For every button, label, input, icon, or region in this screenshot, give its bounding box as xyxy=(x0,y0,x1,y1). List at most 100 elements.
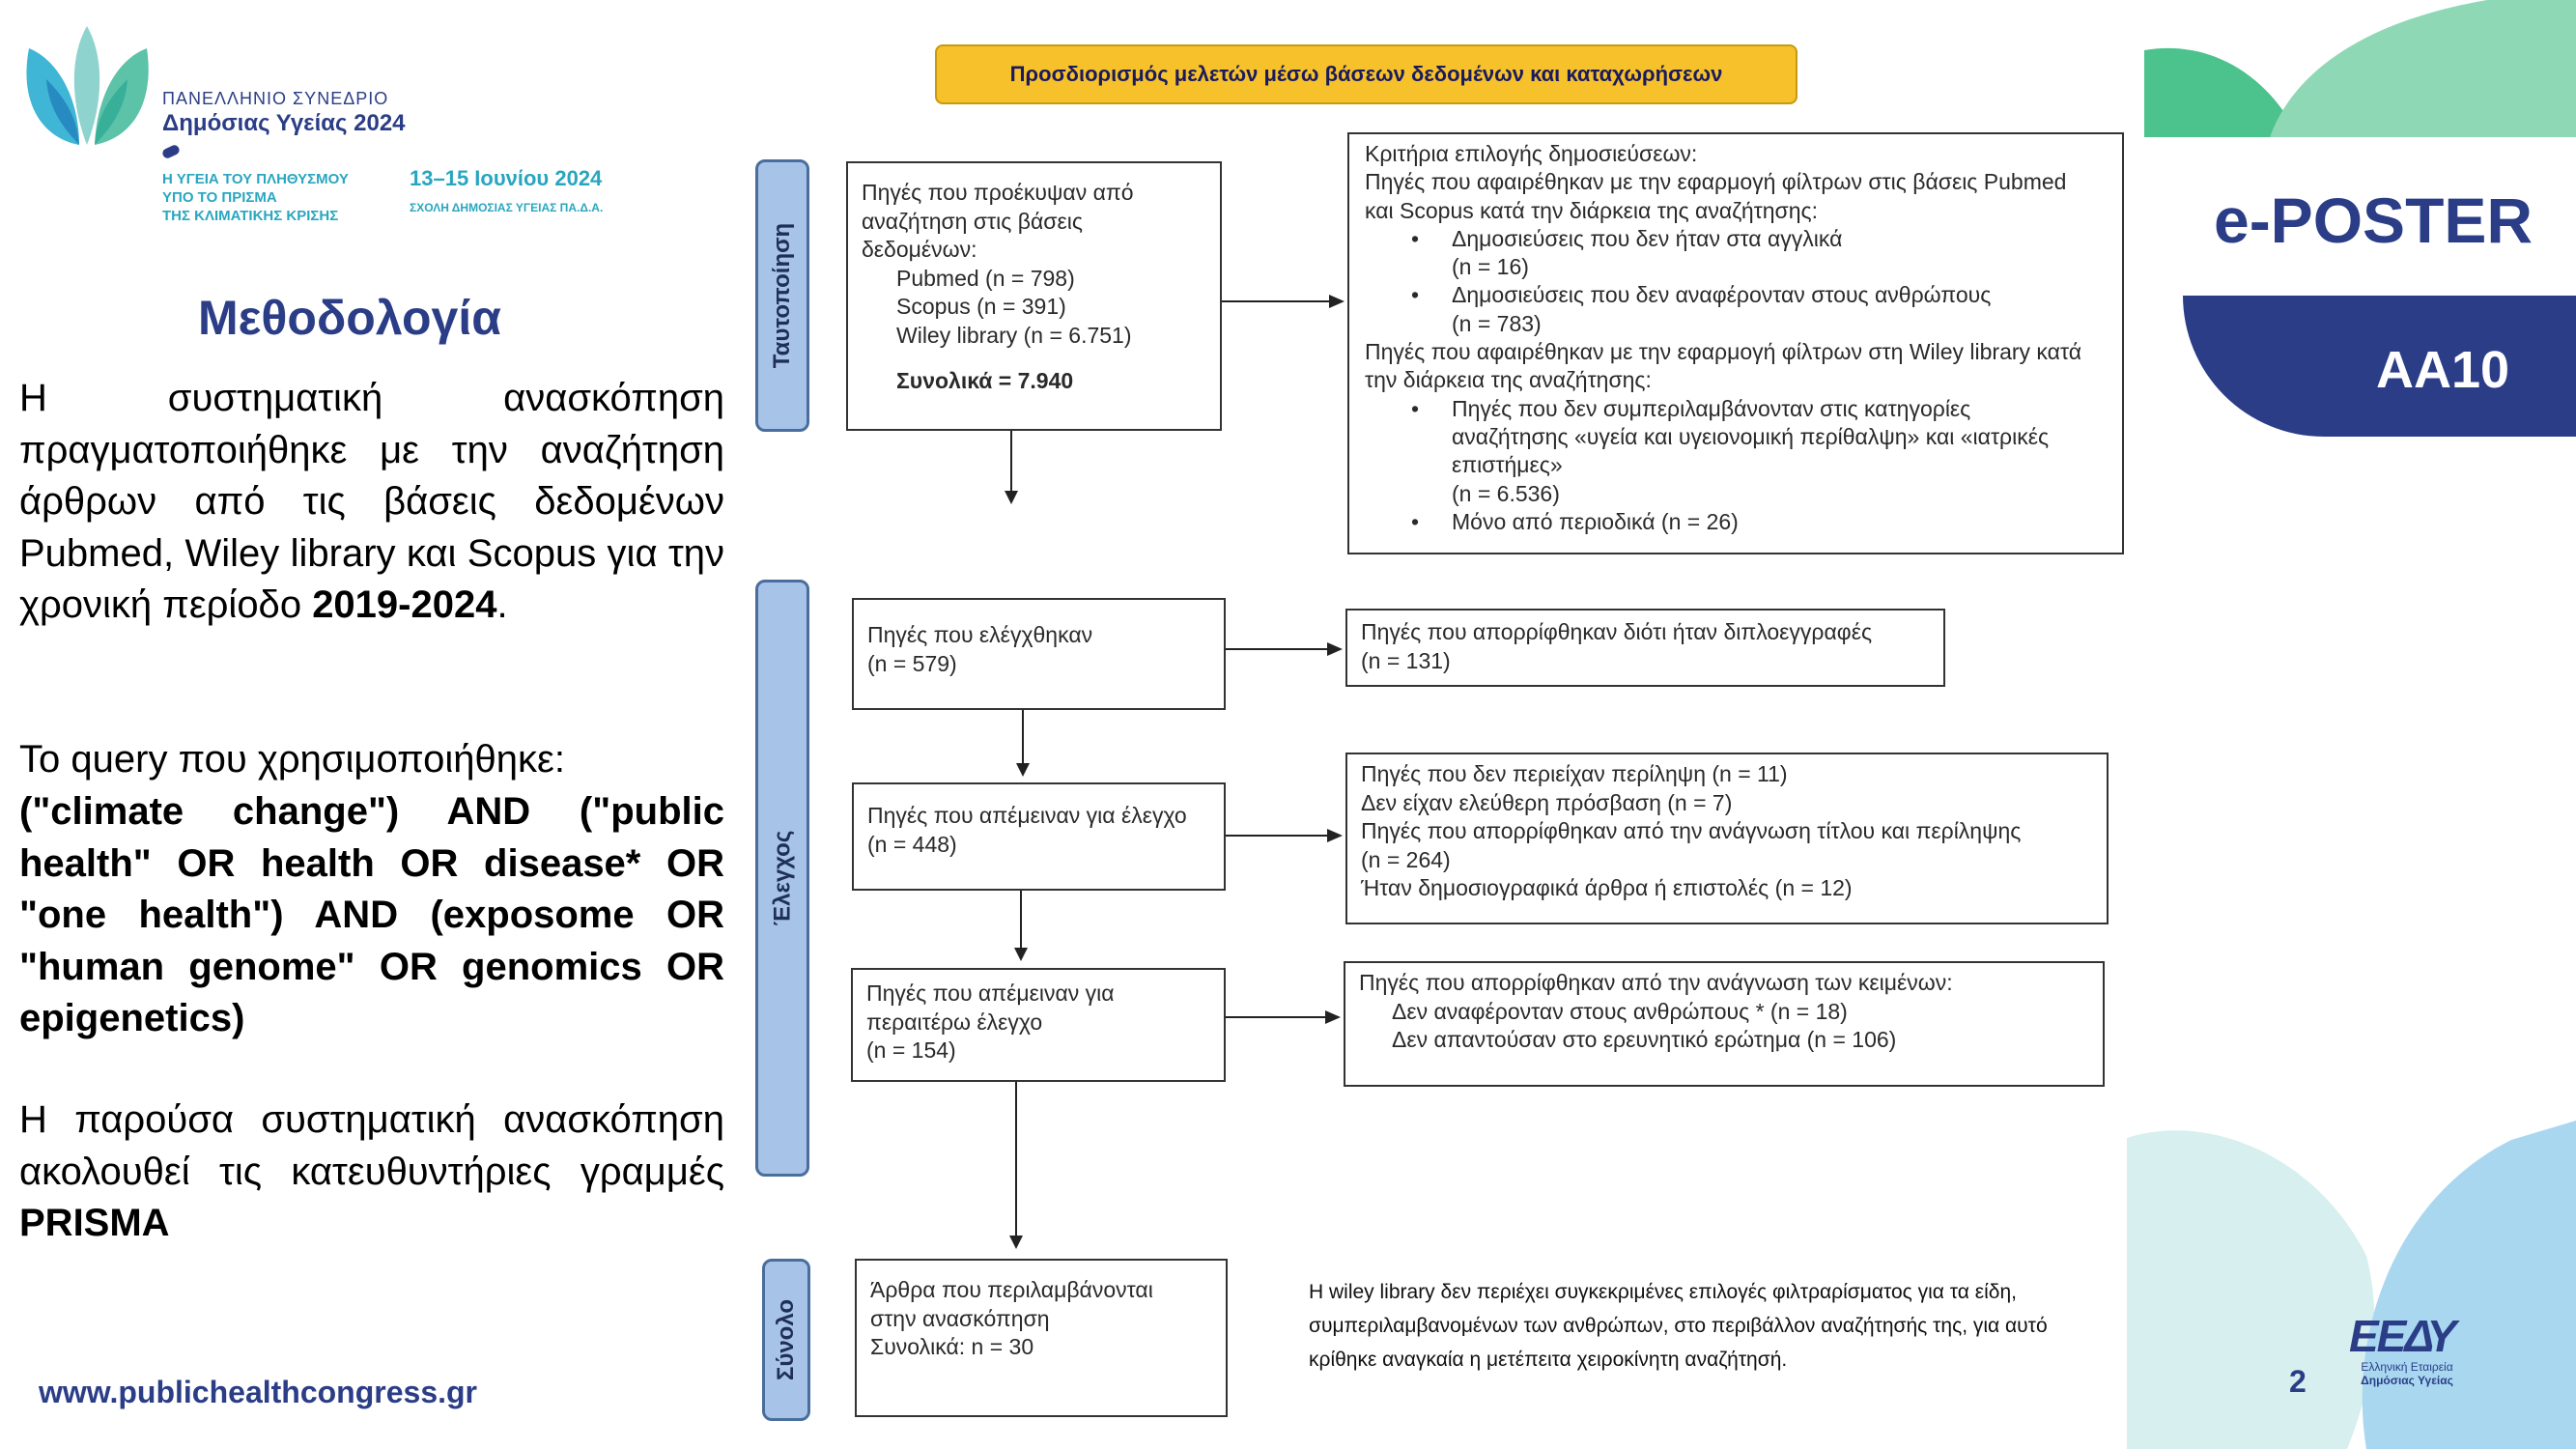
box-line: Πηγές που απορρίφθηκαν από την ανάγνωση … xyxy=(1361,818,2022,844)
eedy-logo-text-line2: Δημόσιας Υγείας xyxy=(2361,1374,2453,1387)
box-line: Πηγές που αφαιρέθηκαν με την εφαρμογή φί… xyxy=(1365,169,2067,195)
diagram-header: Προσδιορισμός μελετών μέσω βάσεων δεδομέ… xyxy=(935,44,1798,104)
flow-arrow-line xyxy=(1226,648,1328,650)
box-line: (n = 579) xyxy=(867,650,957,676)
box-line: Άρθρα που περιλαμβάνονται xyxy=(870,1277,1153,1302)
box-line: Δεν απαντούσαν στο ερευνητικό ερώτημα (n… xyxy=(1392,1027,1897,1052)
included-studies-box: Άρθρα που περιλαμβάνονται στην ανασκόπησ… xyxy=(855,1259,1228,1417)
bullet-count: (n = 16) xyxy=(1452,254,1529,280)
box-line: Συνολικά: n = 30 xyxy=(870,1334,1034,1359)
flow-arrow-line xyxy=(1226,835,1328,837)
box-line: Κριτήρια επιλογής δημοσιεύσεων: xyxy=(1365,141,1698,166)
eposter-label: e-POSTER xyxy=(2214,185,2534,256)
paragraph-end: . xyxy=(496,583,508,626)
stage-label: Ταυτοποίηση xyxy=(769,222,796,369)
congress-name-line1: ΠΑΝΕΛΛΗΝΙΟ ΣΥΝΕΔΡΙΟ xyxy=(162,89,389,108)
screened-records-box: Πηγές που ελέγχθηκαν (n = 579) xyxy=(852,598,1226,710)
flow-arrow-line xyxy=(1010,431,1012,492)
box-line: Πηγές που απέμειναν για έλεγχο xyxy=(867,803,1187,828)
prisma-bold: PRISMA xyxy=(19,1202,170,1244)
bullet-continuation: αναζήτησης «υγεία και υγειονομική περίθα… xyxy=(1452,423,2050,449)
eedy-logo-text-line1: Ελληνική Εταιρεία xyxy=(2361,1360,2453,1374)
box-line: Δεν είχαν ελεύθερη πρόσβαση (n = 7) xyxy=(1361,789,1733,815)
poster-code: ΑΑ10 xyxy=(2376,341,2510,399)
stage-included: Σύνολο xyxy=(762,1259,810,1421)
box-line: και Scopus κατά την διάρκεια της αναζήτη… xyxy=(1365,197,1818,223)
box-line: Δεν αναφέρονταν στους ανθρώπους * (n = 1… xyxy=(1392,998,1848,1024)
box-line: Πηγές που δεν περιείχαν περίληψη (n = 11… xyxy=(1361,761,1788,786)
query-text: ("climate change") AND ("public health" … xyxy=(19,790,724,1039)
box-line: (n = 131) xyxy=(1361,647,1451,673)
flow-arrow-head-icon xyxy=(1325,1010,1341,1024)
wiley-footnote: Η wiley library δεν περιέχει συγκεκριμέν… xyxy=(1309,1281,2048,1371)
stage-label: Έλεγχος xyxy=(769,830,795,926)
methodology-paragraph-1: Η συστηματική ανασκόπηση πραγματοποιήθηκ… xyxy=(19,373,724,632)
box-line: Ήταν δημοσιογραφικά άρθρα ή επιστολές (n… xyxy=(1361,875,1853,901)
bullet-item: Δημοσιεύσεις που δεν αναφέρονταν στους α… xyxy=(1365,281,2107,310)
full-text-exclusions-box: Πηγές που απορρίφθηκαν από την ανάγνωση … xyxy=(1344,961,2105,1087)
congress-theme: Η ΥΓΕΙΑ ΤΟΥ ΠΛΗΘΥΣΜΟΥ ΥΠΟ ΤΟ ΠΡΙΣΜΑ ΤΗΣ … xyxy=(162,170,394,225)
flow-arrow-line xyxy=(1022,710,1024,764)
abstract-screening-exclusions-box: Πηγές που δεν περιείχαν περίληψη (n = 11… xyxy=(1345,753,2109,924)
bullet-count: (n = 6.536) xyxy=(1452,480,1560,506)
box-line: στην ανασκόπηση xyxy=(870,1305,1050,1331)
bullet-item: Πηγές που δεν συμπεριλαμβάνονταν στις κα… xyxy=(1365,395,2107,424)
bullet-item: Δημοσιεύσεις που δεν ήταν στα αγγλικά xyxy=(1365,225,2107,254)
source-scopus: Scopus (n = 391) xyxy=(896,294,1066,319)
total-records: Συνολικά = 7.940 xyxy=(896,368,1074,393)
bullet-item: Μόνο από περιοδικά (n = 26) xyxy=(1365,508,2107,537)
duplicates-removed-box: Πηγές που απορρίφθηκαν διότι ήταν διπλοε… xyxy=(1345,609,1945,687)
paragraph-text: Η συστηματική ανασκόπηση πραγματοποιήθηκ… xyxy=(19,377,724,626)
box-line: δεδομένων: xyxy=(862,237,977,262)
stage-screening: Έλεγχος xyxy=(755,580,809,1177)
logo-dash-decoration xyxy=(160,143,182,160)
stage-identification: Ταυτοποίηση xyxy=(755,159,809,432)
section-title: Μεθοδολογία xyxy=(198,291,501,345)
source-pubmed: Pubmed (n = 798) xyxy=(896,265,1075,291)
background-leaves-decoration xyxy=(2127,0,2576,1449)
remaining-records-box: Πηγές που απέμειναν για έλεγχο (n = 448) xyxy=(852,782,1226,891)
congress-theme-line: ΤΗΣ ΚΛΙΜΑΤΙΚΗΣ ΚΡΙΣΗΣ xyxy=(162,208,339,224)
box-line: Πηγές που απέμειναν για xyxy=(866,980,1115,1006)
flow-arrow-head-icon xyxy=(1016,763,1030,777)
box-line: Πηγές που απορρίφθηκαν διότι ήταν διπλοε… xyxy=(1361,619,1873,644)
exclusion-filters-box: Κριτήρια επιλογής δημοσιεύσεων: Πηγές πο… xyxy=(1347,132,2124,554)
flow-arrow-line xyxy=(1226,1016,1326,1018)
flow-arrow-line xyxy=(1015,1082,1017,1236)
flow-arrow-line xyxy=(1222,300,1330,302)
flow-arrow-line xyxy=(1020,891,1022,949)
box-line: Πηγές που ελέγχθηκαν xyxy=(867,622,1093,647)
box-line: Πηγές που αφαιρέθηκαν με την εφαρμογή φί… xyxy=(1365,339,2082,365)
identified-records-box: Πηγές που προέκυψαν από αναζήτηση στις β… xyxy=(846,161,1222,431)
query-intro: Το query που χρησιμοποιήθηκε: xyxy=(19,738,565,781)
page-number: 2 xyxy=(2289,1364,2307,1399)
source-wiley: Wiley library (n = 6.751) xyxy=(896,322,1132,348)
bullet-count: (n = 783) xyxy=(1452,310,1542,336)
methodology-paragraph-3: Η παρούσα συστηματική ανασκόπηση ακολουθ… xyxy=(19,1094,724,1250)
flow-arrow-head-icon xyxy=(1329,295,1345,308)
paragraph-text: Η παρούσα συστηματική ανασκόπηση ακολουθ… xyxy=(19,1098,724,1193)
flow-arrow-head-icon xyxy=(1014,948,1028,961)
full-text-records-box: Πηγές που απέμειναν για περαιτέρω έλεγχο… xyxy=(851,968,1226,1082)
box-line: Πηγές που προέκυψαν από xyxy=(862,180,1134,205)
box-line: (n = 154) xyxy=(866,1037,956,1063)
eedy-logo-icon: ΕΕΔΥ xyxy=(2349,1311,2456,1361)
congress-dates: 13–15 Ιουνίου 2024 xyxy=(410,166,603,190)
box-line: (n = 264) xyxy=(1361,846,1451,872)
box-line: περαιτέρω έλεγχο xyxy=(866,1009,1043,1035)
flow-arrow-head-icon xyxy=(1327,642,1343,656)
congress-theme-line: Η ΥΓΕΙΑ ΤΟΥ ΠΛΗΘΥΣΜΟΥ xyxy=(162,171,349,187)
flow-arrow-head-icon xyxy=(1009,1236,1023,1249)
poster-code-badge xyxy=(2183,296,2576,437)
bullet-continuation: επιστήμες» xyxy=(1452,452,1563,478)
box-line: αναζήτηση στις βάσεις xyxy=(862,208,1083,234)
congress-url[interactable]: www.publichealthcongress.gr xyxy=(39,1375,477,1409)
box-line: την διάρκεια της αναζήτησης: xyxy=(1365,367,1652,393)
congress-theme-line: ΥΠΟ ΤΟ ΠΡΙΣΜΑ xyxy=(162,189,277,206)
period-bold: 2019-2024 xyxy=(312,583,497,626)
congress-school: ΣΧΟΛΗ ΔΗΜΟΣΙΑΣ ΥΓΕΙΑΣ ΠΑ.Δ.Α. xyxy=(410,201,604,214)
box-line: (n = 448) xyxy=(867,831,957,857)
stage-label: Σύνολο xyxy=(773,1298,799,1381)
congress-logo-icon xyxy=(26,26,149,145)
congress-name-line2: Δημόσιας Υγείας 2024 xyxy=(162,110,406,136)
